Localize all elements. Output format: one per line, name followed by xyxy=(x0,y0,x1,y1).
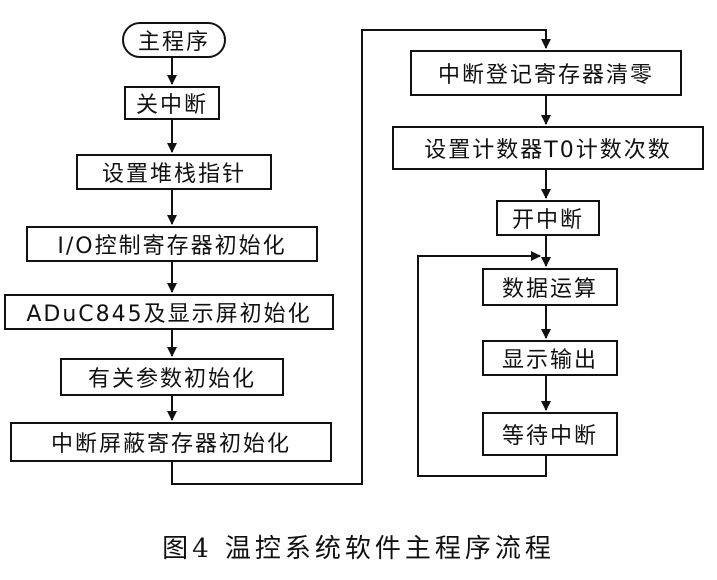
step-aduc845-display-init: ADuC845及显示屏初始化 xyxy=(4,294,334,330)
step-parameter-init: 有关参数初始化 xyxy=(60,358,284,396)
step-interrupt-mask-register-init: 中断屏蔽寄存器初始化 xyxy=(10,422,332,462)
step-clear-interrupt-register: 中断登记寄存器清零 xyxy=(410,50,682,96)
step-io-control-register-init: I/O控制寄存器初始化 xyxy=(26,226,318,262)
start-main-program: 主程序 xyxy=(122,22,226,58)
figure-caption: 图4 温控系统软件主程序流程 xyxy=(162,534,555,564)
step-set-stack-pointer: 设置堆栈指针 xyxy=(76,154,272,190)
step-wait-for-interrupt: 等待中断 xyxy=(482,412,618,456)
step-display-output: 显示输出 xyxy=(482,340,618,376)
step-set-counter-t0: 设置计数器T0计数次数 xyxy=(392,126,704,170)
connector-left-to-right-column xyxy=(171,29,551,485)
step-data-computation: 数据运算 xyxy=(482,268,618,306)
step-enable-interrupt: 开中断 xyxy=(496,200,600,236)
step-disable-interrupt: 关中断 xyxy=(124,86,220,120)
connector-loop-back xyxy=(417,251,547,477)
